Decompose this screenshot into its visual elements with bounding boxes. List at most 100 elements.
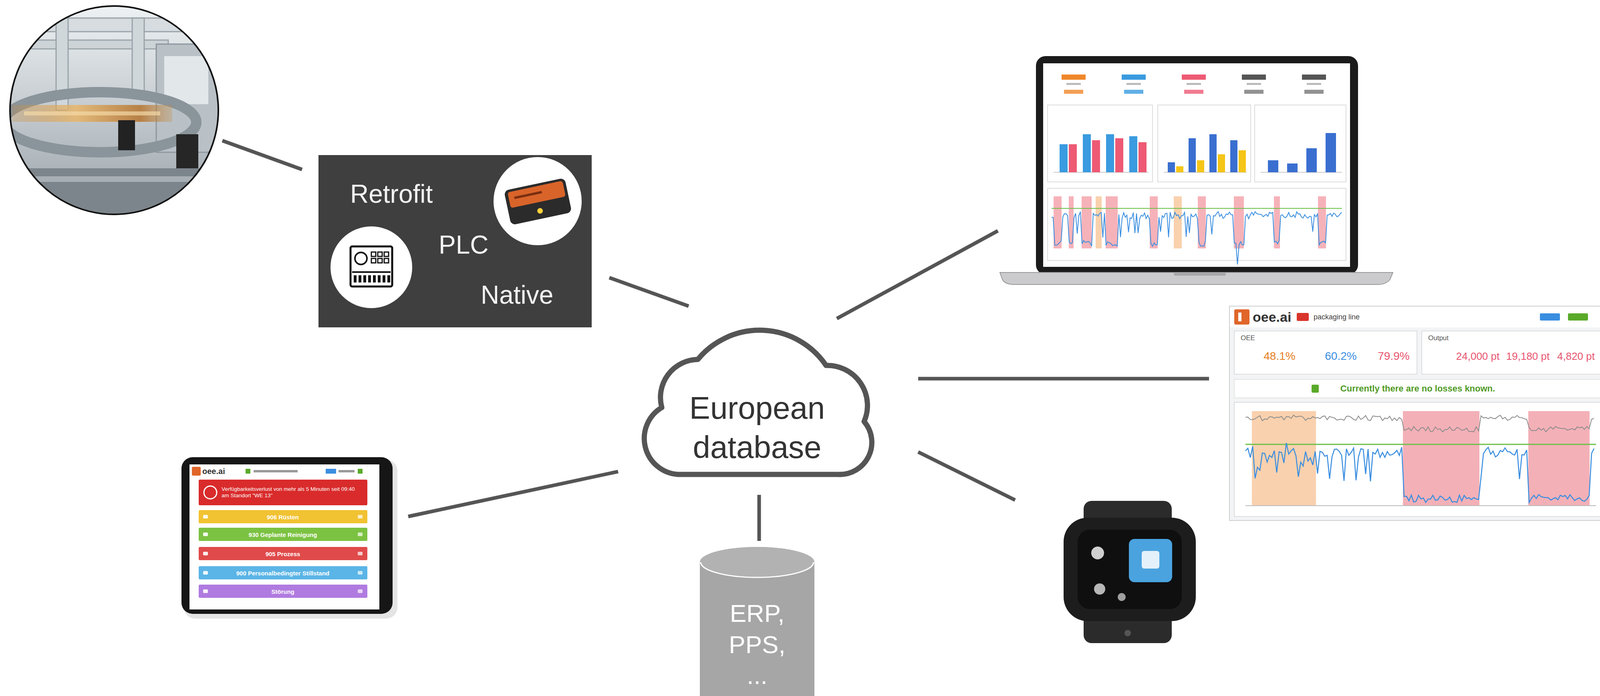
source-label: Retrofit [350,179,433,209]
illustration-part [1141,550,1160,569]
chart-band [1233,196,1244,249]
device-shadow [183,459,398,619]
kpi-mark [1063,89,1084,94]
chart-target-line [1051,207,1343,209]
kpi-mark [1301,74,1326,80]
tablet-frame [181,457,393,614]
chart-series [1245,415,1594,432]
illustration-part [12,104,173,122]
sensor-label [507,180,566,208]
bar [1188,138,1196,173]
plc-icon [350,246,393,287]
machine-photo [4,4,225,221]
sensor-body [503,177,573,226]
kpi-mark [1061,74,1086,80]
illustration-part [1124,629,1131,637]
chart-panel [1234,402,1600,517]
kpi-mark [1184,89,1204,94]
reason-button [198,509,368,524]
kpi-value: 79.9% [1377,349,1410,363]
button-count-mark [357,589,363,593]
plc-terminal [353,275,357,283]
output-value: 19,180 pt [1506,350,1550,363]
reason-button [198,546,368,561]
logo-mark [191,466,201,476]
connector-line [918,376,1210,381]
chart-band [1081,196,1092,249]
cloud-outline [644,330,872,475]
connector-line [408,471,619,517]
chart-series [1051,211,1342,265]
cloud-label: European database [673,388,842,467]
kpi-mark [1241,74,1266,80]
chart-band [1402,411,1480,506]
chart-panel [1254,104,1347,182]
retrofit-sensor-icon [503,177,573,226]
illustration-part [999,272,1393,285]
logo-mark [1234,309,1250,325]
bar [1217,154,1226,173]
dashboard-screen: oee.aipackaging lineOEE48.1%60.2%79.9%Ou… [1229,306,1600,521]
button-icon [203,589,208,593]
plc-dial [354,252,367,265]
illustration-part [1094,583,1106,595]
button-icon [203,532,208,537]
reason-label: Störung [271,587,295,595]
plc-key [377,258,383,263]
bar [1092,140,1101,173]
illustration-part [132,18,145,99]
plc-terminal [358,275,362,283]
plc-key [384,258,389,263]
status-message: Currently there are no losses known. [1340,383,1496,394]
app-logo-text: oee.ai [202,466,226,476]
bar [1325,132,1337,173]
illustration-part [1117,592,1126,601]
kpi-mark [1244,89,1264,94]
plc-terminal [387,275,391,283]
illustration-part [1035,56,1359,275]
dashboard-screen-shape [1229,306,1600,521]
icon-circle [330,226,413,309]
plc-terminal [368,275,371,283]
icon-circle [493,157,582,246]
kpi-value: 48.1% [1263,349,1296,363]
status-dot [245,468,251,474]
bar [1306,148,1317,173]
button-count-mark [357,514,363,519]
kpi-card [1421,330,1600,375]
output-value: 4,820 pt [1557,350,1595,363]
header-badge [1567,313,1588,321]
chart-band [1173,196,1182,249]
alert-box [198,479,368,506]
bar [1068,144,1077,173]
link-line [918,451,1016,500]
bar [1106,134,1115,173]
database-label: ERP, PPS, ... [723,597,792,692]
illustration-part [1173,272,1226,276]
kpi-mark [1126,82,1141,85]
cylinder-top [699,546,815,578]
card-title: OEE [1240,334,1256,343]
plc-rail [352,271,391,273]
link-line [836,230,998,319]
reason-button [198,584,368,598]
bar [1238,150,1246,173]
reason-label: 906 Rüsten [266,513,299,520]
button-icon [203,551,208,556]
status-banner [1234,379,1600,398]
kpi-mark [1181,74,1206,80]
link-lines [222,140,1016,500]
button-icon [203,570,208,575]
photo-frame [10,6,219,215]
link-line [222,140,303,170]
plc-terminal [363,275,367,283]
line-name: packaging line [1313,312,1360,322]
cylinder-rim [700,562,814,578]
illustration-part [1077,529,1182,609]
source-label: Native [480,280,554,310]
button-count-mark [357,570,363,575]
chart-target-line [1245,443,1596,446]
chart-band [1105,196,1118,249]
output-value: 24,000 pt [1456,350,1500,363]
